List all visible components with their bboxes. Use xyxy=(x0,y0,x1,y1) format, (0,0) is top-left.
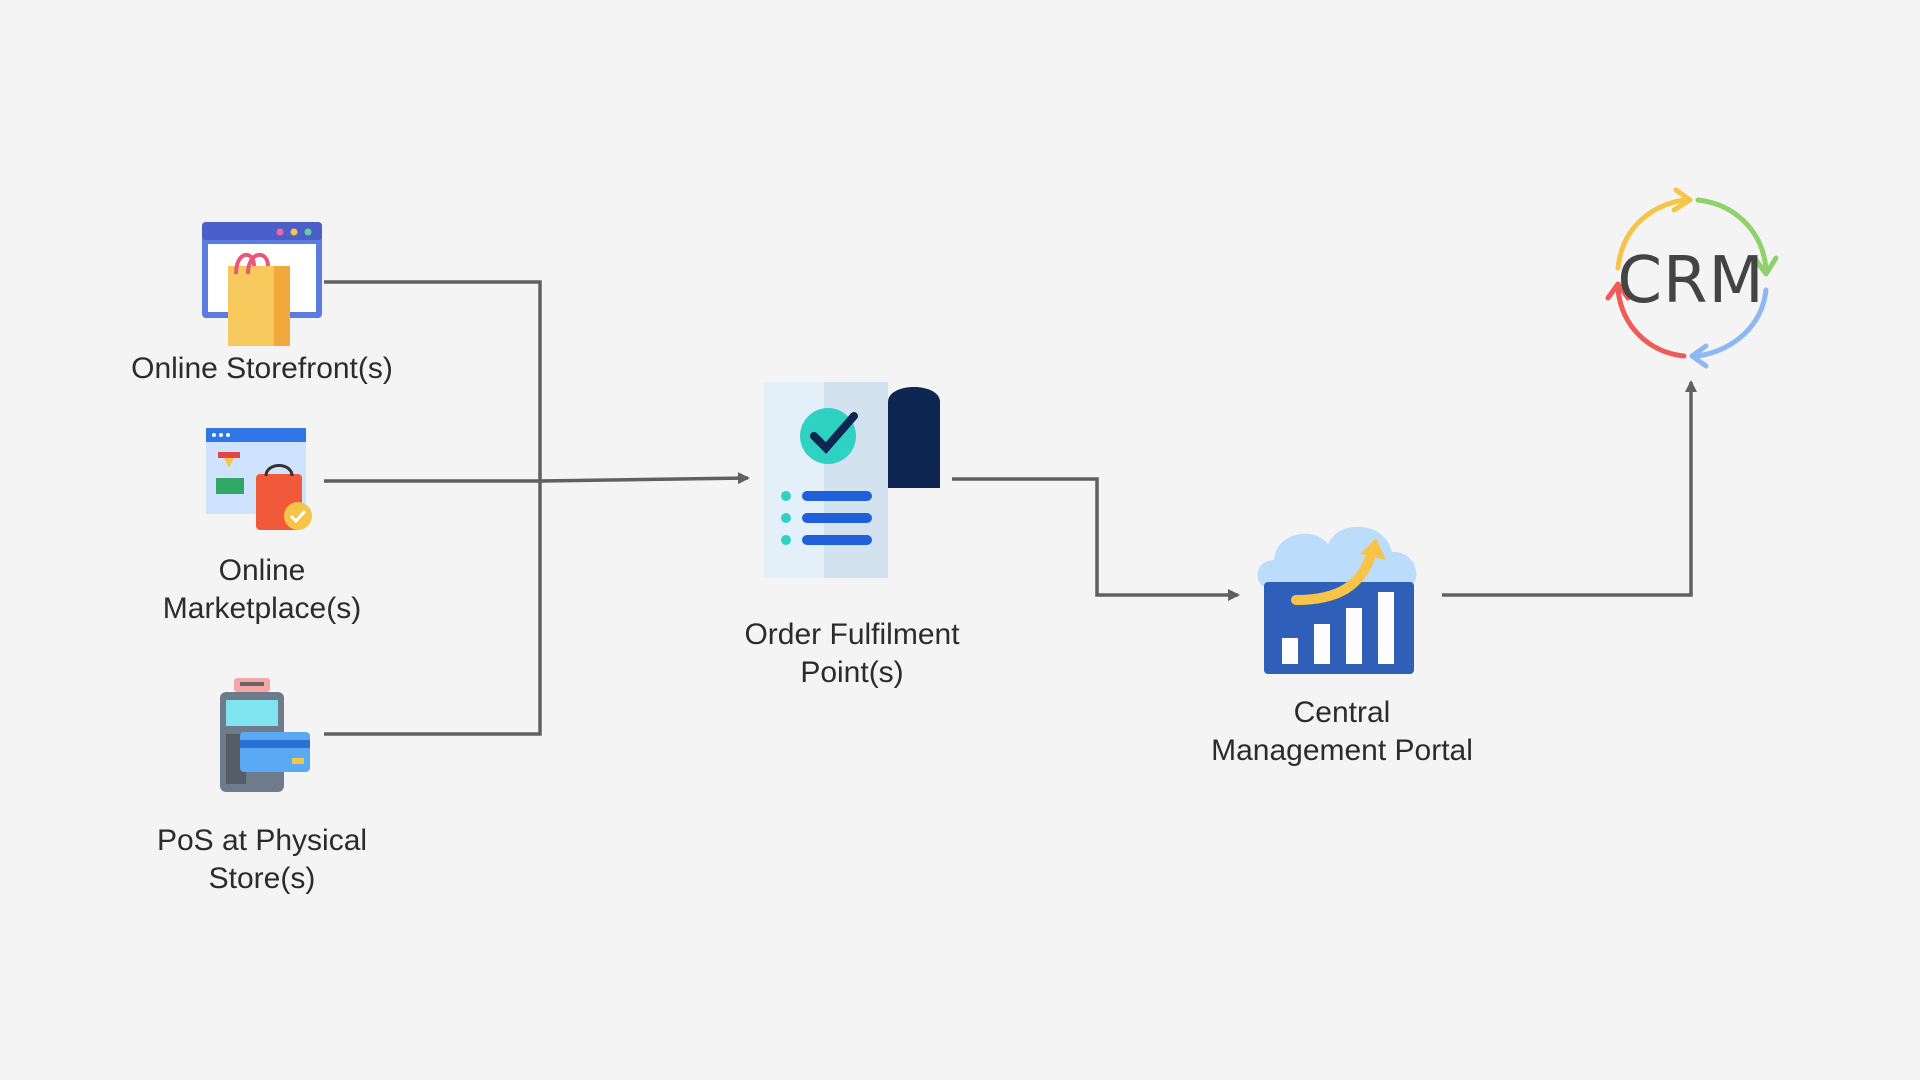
order-fulfilment-label: Order Fulfilment Point(s) xyxy=(744,618,960,689)
online-marketplace-label: Online Marketplace(s) xyxy=(162,554,362,625)
edge-portal-to-crm xyxy=(1442,380,1697,597)
edge-marketplace-to-fulfilment xyxy=(324,472,750,485)
central-portal-label: Central Management Portal xyxy=(1211,696,1473,767)
order-checklist-icon xyxy=(764,382,940,578)
online-storefront-icon xyxy=(202,222,322,346)
online-marketplace-icon xyxy=(206,428,312,530)
edge-storefront-to-fulfilment xyxy=(324,280,542,478)
pos-terminal-icon xyxy=(220,678,310,792)
edge-pos-to-fulfilment xyxy=(324,478,542,736)
online-storefront-label: Online Storefront(s) xyxy=(131,352,393,385)
pos-label: PoS at Physical Store(s) xyxy=(156,824,368,895)
edge-fulfilment-to-portal xyxy=(952,477,1240,601)
crm-label: CRM xyxy=(1617,244,1764,318)
crm-cycle-icon: CRM xyxy=(1605,187,1779,369)
cloud-analytics-icon xyxy=(1257,526,1417,674)
